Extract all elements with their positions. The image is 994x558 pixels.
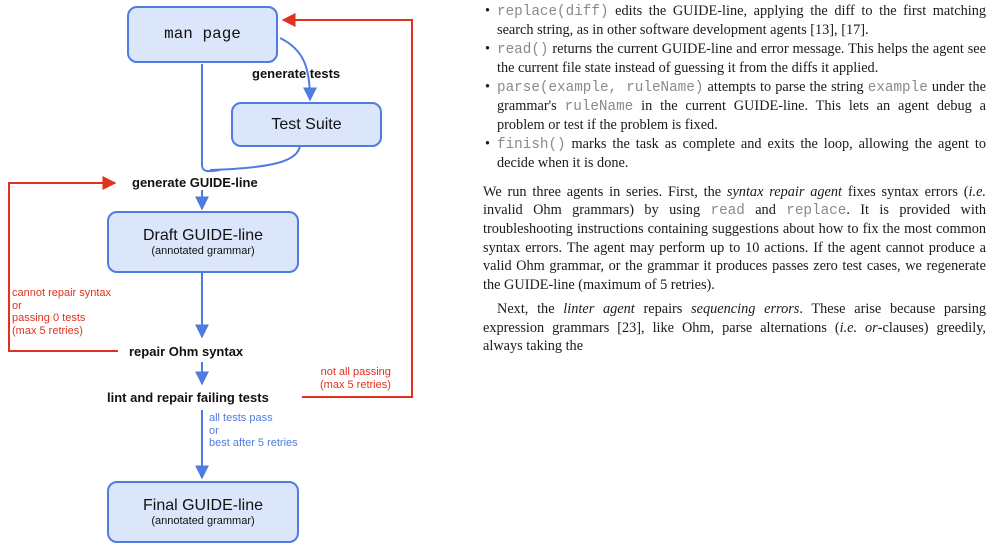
draft-guide-sub: (annotated grammar) [151,245,255,257]
man-page-label: man page [164,25,241,43]
pipeline-diagram: man page Test Suite Draft GUIDE-line (an… [0,0,470,558]
arrow-red-right-loop [281,13,413,398]
all-tests-pass-label: all tests pass or best after 5 retries [209,412,298,449]
generate-guide-label: generate GUIDE-line [132,175,258,190]
paragraph-agents: We run three agents in series. First, th… [483,183,986,293]
arrow-generate-tests [279,37,317,102]
generate-tests-label: generate tests [252,66,341,81]
paragraph-linter: Next, the linter agent repairs sequencin… [483,301,987,354]
cannot-repair-label: cannot repair syntax or passing 0 tests … [12,287,112,337]
diagram-arrows [8,13,413,480]
final-guide-box: Final GUIDE-line (annotated grammar) [107,481,299,543]
body-text: replace(diff) edits the GUIDE-line, appl… [483,0,986,355]
list-item: read() returns the current GUIDE-line an… [483,40,986,78]
not-all-passing-label: not all passing (max 5 retries) [320,366,391,391]
arrow-manpage-down [201,64,221,173]
draft-guide-title: Draft GUIDE-line [142,227,264,244]
arrow-testsuite-down [209,143,301,171]
list-item: parse(example, ruleName) attempts to par… [483,78,986,135]
final-guide-sub: (annotated grammar) [151,515,255,527]
lint-repair-label: lint and repair failing tests [107,390,269,405]
list-item: finish() marks the task as complete and … [483,135,986,173]
test-suite-box: Test Suite [231,102,382,147]
draft-guide-box: Draft GUIDE-line (annotated grammar) [107,211,299,273]
test-suite-label: Test Suite [271,116,342,133]
arrow-red-left-loop [8,176,118,352]
repair-syntax-label: repair Ohm syntax [129,344,244,359]
final-guide-title: Final GUIDE-line [142,497,264,514]
list-item: replace(diff) edits the GUIDE-line, appl… [483,2,986,40]
man-page-box: man page [127,6,278,63]
tool-list: replace(diff) edits the GUIDE-line, appl… [483,2,986,173]
